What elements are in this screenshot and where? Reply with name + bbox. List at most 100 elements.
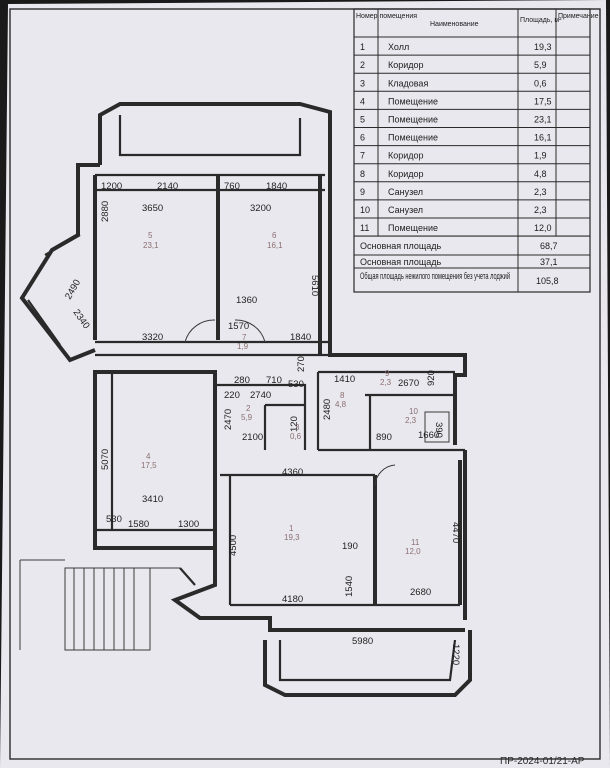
dim-label: 2140: [157, 181, 178, 192]
table-cell-number: 10: [360, 205, 370, 215]
dim-label: 190: [342, 541, 358, 552]
table-cell-number: 2: [360, 60, 365, 70]
dim-label: 270: [296, 356, 307, 372]
dim-label: 5610: [309, 275, 320, 296]
table-cell-area: 5,9: [534, 60, 547, 70]
room-area: 2,3: [405, 416, 417, 425]
dim-label: 220: [224, 390, 240, 401]
total-value-2: 37,1: [540, 257, 558, 267]
room-labels: 5 23,1 6 16,1 7 1,9 4 17,5 2 5,9 3 0,6 8…: [141, 231, 421, 556]
total-value-3: 105,8: [536, 276, 559, 286]
table-cell-name: Санузел: [388, 187, 423, 197]
table-cell-name: Санузел: [388, 205, 423, 215]
dim-label: 4500: [228, 535, 239, 556]
dim-label: 1410: [334, 374, 355, 385]
room-number: 9: [385, 369, 390, 378]
dim-label: 2670: [398, 378, 419, 389]
dim-label: 3650: [142, 203, 163, 214]
room-number: 7: [242, 333, 247, 342]
dim-label: 1840: [290, 332, 311, 343]
total-label-1: Основная площадь: [360, 241, 442, 251]
room-number: 2: [246, 404, 251, 413]
room-area: 17,5: [141, 461, 157, 470]
table-cell-number: 1: [360, 42, 365, 52]
table-cell-name: Кладовая: [388, 78, 428, 88]
table-cell-name: Коридор: [388, 169, 424, 179]
drawing-frame: [9, 8, 601, 760]
dim-label: 3200: [250, 203, 271, 214]
dim-label: 280: [234, 375, 250, 386]
room-area: 19,3: [284, 533, 300, 542]
table-cell-number: 8: [360, 169, 365, 179]
table-cell-area: 23,1: [534, 115, 552, 125]
table-cell-name: Коридор: [388, 151, 424, 161]
total-label-3: Общая площадь нежилого помещения без уче…: [360, 271, 510, 281]
room-area: 2,3: [380, 378, 392, 387]
dim-label: 920: [426, 370, 437, 386]
dim-label: 4360: [282, 467, 303, 478]
table-cell-number: 3: [360, 78, 365, 88]
room-number: 5: [148, 231, 153, 240]
table-cell-area: 16,1: [534, 133, 552, 143]
room-number: 3: [295, 423, 300, 432]
dim-label: 1580: [128, 519, 149, 530]
header-number: Номер помещения: [356, 13, 417, 20]
room-number: 11: [411, 538, 420, 547]
dim-label: 710: [266, 375, 282, 386]
room-area: 0,6: [290, 432, 302, 441]
dim-label: 530: [106, 514, 122, 525]
dim-label: 5070: [100, 449, 111, 470]
floor-plan: [19, 102, 472, 697]
dim-label: 2880: [100, 201, 111, 222]
table-cell-area: 4,8: [534, 169, 547, 179]
table-cell-number: 6: [360, 133, 365, 143]
dim-label: 1200: [101, 181, 122, 192]
dim-label: 2100: [242, 432, 263, 443]
dim-label: 760: [224, 181, 240, 192]
dim-label: 2470: [223, 409, 234, 430]
table-cell-number: 9: [360, 187, 365, 197]
room-area: 5,9: [241, 413, 253, 422]
dim-label: 1660: [418, 430, 439, 441]
table-cell-name: Помещение: [388, 133, 438, 143]
room-area: 4,8: [335, 400, 347, 409]
table-cell-area: 2,3: [534, 187, 547, 197]
dim-label: 530: [288, 379, 304, 390]
table-cell-name: Коридор: [388, 60, 424, 70]
dim-label: 890: [376, 432, 392, 443]
room-area: 16,1: [267, 241, 283, 250]
drawing-code: ПР-2024-01/21-АР: [500, 756, 585, 767]
dim-label: 3320: [142, 332, 163, 343]
dim-label: 1840: [266, 181, 287, 192]
table-cell-number: 7: [360, 151, 365, 161]
table-cell-number: 11: [360, 223, 369, 233]
dim-label: 1570: [228, 321, 249, 332]
table-cell-area: 19,3: [534, 42, 552, 52]
room-area: 1,9: [237, 342, 249, 351]
dim-label: 2680: [410, 587, 431, 598]
entry-stairs: [19, 559, 196, 651]
table-cell-number: 4: [360, 96, 365, 106]
table-cell-name: Помещение: [388, 223, 438, 233]
table-cell-area: 12,0: [534, 223, 552, 233]
dim-label: 120: [289, 416, 300, 432]
room-area: 23,1: [143, 241, 159, 250]
dim-label: 3410: [142, 494, 163, 505]
room-number: 6: [272, 231, 277, 240]
dim-label: 5980: [352, 636, 373, 647]
dim-label: 1540: [344, 576, 355, 597]
table-cell-name: Помещение: [388, 115, 438, 125]
room-number: 8: [340, 391, 345, 400]
dim-label: 2480: [322, 399, 333, 420]
table-cell-area: 1,9: [534, 151, 547, 161]
dim-label: 390: [433, 422, 444, 438]
room-number: 10: [409, 407, 418, 416]
dim-label: 4470: [450, 522, 461, 543]
room-area: 12,0: [405, 547, 421, 556]
table-cell-name: Помещение: [388, 96, 438, 106]
room-number: 4: [146, 452, 151, 461]
table-cell-number: 5: [360, 115, 365, 125]
header-note: Примечание: [558, 13, 599, 20]
dim-label: 2740: [250, 390, 271, 401]
